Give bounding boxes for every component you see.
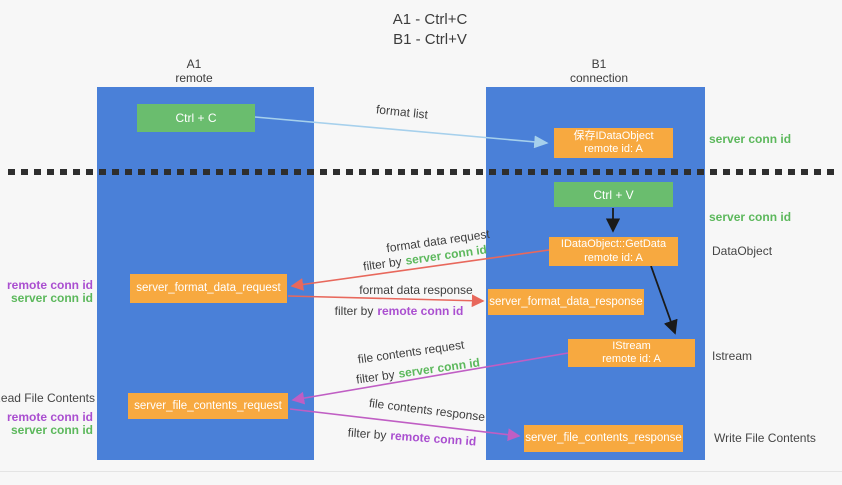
- lane-a-role: remote: [175, 71, 213, 85]
- box-server-file-contents-response: server_file_contents_response: [524, 425, 683, 452]
- lane-a-name: A1: [186, 57, 202, 71]
- session-divider-dotted-line: [8, 169, 836, 175]
- edge-label-format-data-response: format data response: [359, 283, 473, 297]
- box-save-idataobject: 保存IDataObject remote id: A: [554, 128, 673, 158]
- box-istream-line1: IStream: [612, 339, 651, 352]
- box-server-file-contents-request-label: server_file_contents_request: [134, 399, 282, 412]
- side-label-server-conn-id-2: server conn id: [10, 423, 93, 437]
- side-label-server-conn-id-1: server conn id: [10, 291, 93, 305]
- title-line-2: B1 - Ctrl+V: [393, 31, 467, 48]
- bottom-divider-line: [0, 471, 842, 472]
- side-label-server-conn-id-top: server conn id: [709, 132, 792, 146]
- edge-label-format-list: format list: [375, 102, 429, 122]
- box-server-file-contents-response-label: server_file_contents_response: [525, 432, 682, 444]
- box-ctrl-v-label: Ctrl + V: [593, 187, 634, 202]
- box-server-file-contents-request: server_file_contents_request: [128, 393, 288, 419]
- side-label-write-file-contents: Write File Contents: [714, 431, 816, 445]
- side-label-server-conn-id-mid: server conn id: [709, 210, 792, 224]
- box-server-format-data-response: server_format_data_response: [488, 289, 644, 315]
- box-ctrl-c: Ctrl + C: [137, 104, 255, 132]
- side-label-remote-conn-id-2: remote conn id: [6, 410, 93, 424]
- lane-b-name: B1: [591, 57, 607, 71]
- box-istream-line2: remote id: A: [602, 353, 661, 365]
- box-ctrl-v: Ctrl + V: [554, 182, 673, 207]
- box-idataobject-getdata: IDataObject::GetData remote id: A: [549, 237, 678, 266]
- box-server-format-data-request-label: server_format_data_request: [136, 282, 281, 294]
- box-server-format-data-response-label: server_format_data_response: [489, 295, 643, 308]
- box-save-idataobject-line2: remote id: A: [584, 143, 643, 155]
- box-idataobject-getdata-line1: IDataObject::GetData: [560, 238, 667, 250]
- box-ctrl-c-label: Ctrl + C: [175, 111, 217, 125]
- side-label-dataobject: DataObject: [712, 244, 773, 258]
- box-istream: IStream remote id: A: [568, 339, 695, 367]
- box-idataobject-getdata-line2: remote id: A: [584, 251, 643, 264]
- title-line-1: A1 - Ctrl+C: [392, 11, 468, 28]
- lane-b-header: B1 connection: [570, 57, 628, 85]
- lane-a-header: A1 remote: [175, 57, 212, 85]
- lane-b-role: connection: [569, 71, 629, 85]
- edge-label-file-contents-response: file contents response: [368, 395, 486, 425]
- side-label-remote-conn-id-1: remote conn id: [6, 278, 93, 292]
- diagram-title: A1 - Ctrl+C B1 - Ctrl+V: [393, 10, 468, 50]
- side-label-read-file-contents: Read File Contents: [0, 391, 95, 405]
- box-server-format-data-request: server_format_data_request: [130, 274, 287, 303]
- side-label-istream: Istream: [712, 349, 753, 363]
- box-save-idataobject-line1: 保存IDataObject: [573, 129, 654, 142]
